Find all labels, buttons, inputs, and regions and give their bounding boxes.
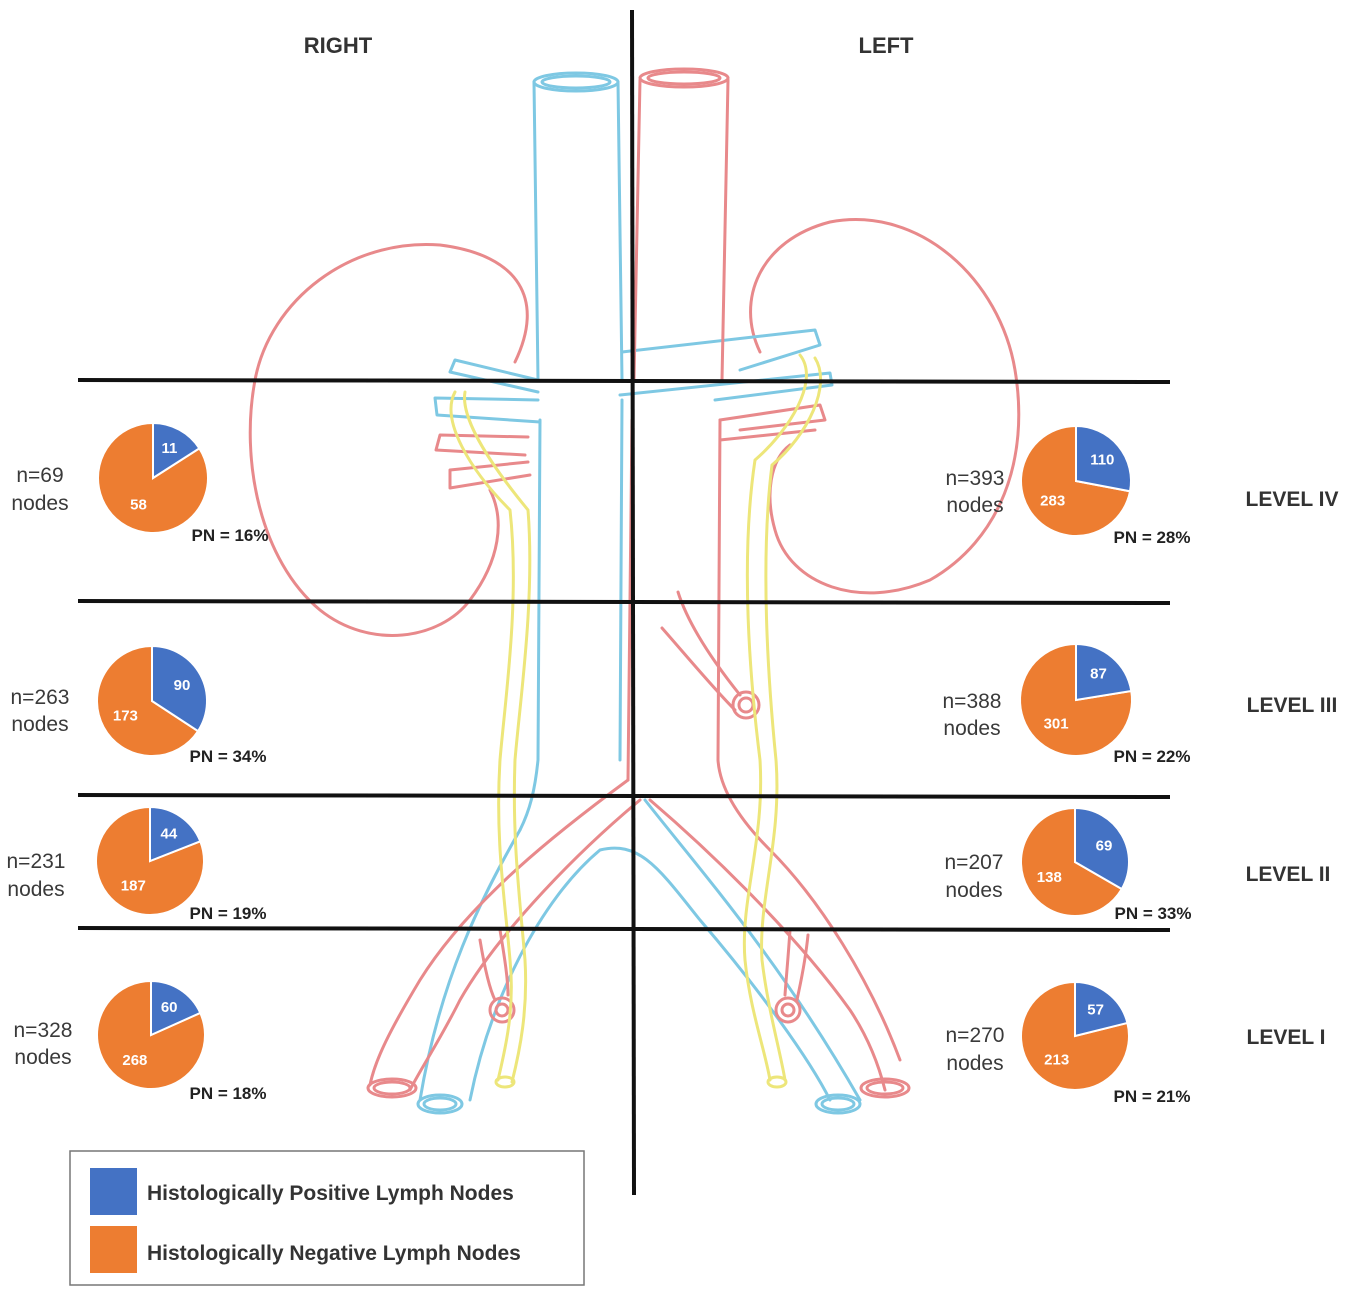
left-pn-label: PN = 33%: [1114, 904, 1191, 923]
right-kidney: [250, 244, 527, 635]
positive-slice-label: 69: [1096, 837, 1113, 854]
level-divider-lines: [78, 10, 1170, 1195]
left-pn-label: PN = 22%: [1113, 747, 1190, 766]
right-pie: 187 44: [96, 807, 204, 915]
level-label: LEVEL I: [1247, 1026, 1326, 1049]
left-pn-label: PN = 21%: [1113, 1087, 1190, 1106]
level-label: LEVEL III: [1247, 694, 1338, 717]
left-count-line2: nodes: [946, 494, 1003, 517]
divider-line-3: [78, 795, 1170, 797]
positive-slice-label: 57: [1087, 1002, 1104, 1019]
left-count-line1: n=270: [946, 1024, 1005, 1047]
negative-slice-label: 138: [1037, 869, 1062, 886]
level-i-group: LEVEL I n=328 nodes 268 60 PN = 18% n=270…: [14, 981, 1326, 1106]
legend-label-positive: Histologically Positive Lymph Nodes: [147, 1182, 514, 1205]
negative-slice-label: 268: [122, 1052, 147, 1069]
right-count-line2: nodes: [11, 492, 68, 515]
positive-slice-label: 110: [1090, 451, 1114, 468]
negative-slice-label: 213: [1044, 1051, 1069, 1068]
left-pie: 213 57: [1021, 982, 1129, 1090]
level-iii-group: LEVEL III n=263 nodes 173 90 PN = 34% n=3…: [11, 644, 1338, 766]
right-pie: 268 60: [97, 981, 205, 1089]
divider-line-4: [78, 928, 1170, 930]
right-pie: 173 90: [97, 646, 207, 756]
negative-slice-label: 173: [113, 707, 138, 724]
right-count-line1: n=328: [14, 1019, 73, 1042]
right-pie: 58 11: [98, 423, 208, 533]
negative-slice-label: 301: [1044, 716, 1069, 733]
right-count-line1: n=263: [11, 686, 70, 709]
left-pie: 283 110: [1021, 426, 1131, 536]
level-label: LEVEL II: [1246, 863, 1331, 886]
left-count-line1: n=393: [946, 467, 1005, 490]
right-pn-label: PN = 34%: [189, 747, 266, 766]
left-pie: 301 87: [1020, 644, 1132, 756]
positive-slice-label: 87: [1090, 666, 1107, 683]
divider-line-1: [78, 380, 1170, 382]
header-right: RIGHT: [304, 33, 373, 58]
negative-slice-label: 187: [121, 878, 146, 895]
left-count-line2: nodes: [946, 1052, 1003, 1075]
positive-slice-label: 60: [161, 999, 178, 1016]
left-count-line1: n=207: [945, 851, 1004, 874]
left-kidney: [751, 220, 1019, 593]
positive-slice-label: 11: [161, 440, 177, 457]
right-pn-label: PN = 19%: [189, 904, 266, 923]
negative-slice-label: 58: [130, 497, 147, 514]
left-pie: 138 69: [1021, 808, 1129, 916]
right-count-line2: nodes: [7, 878, 64, 901]
right-count-line2: nodes: [11, 713, 68, 736]
right-count-line1: n=69: [16, 464, 63, 487]
left-pn-label: PN = 28%: [1113, 528, 1190, 547]
legend: Histologically Positive Lymph Nodes Hist…: [70, 1151, 584, 1285]
positive-slice-label: 90: [174, 677, 191, 694]
legend-label-negative: Histologically Negative Lymph Nodes: [147, 1242, 521, 1265]
positive-slice-label: 44: [161, 825, 178, 842]
left-count-line2: nodes: [945, 879, 1002, 902]
right-count-line2: nodes: [14, 1046, 71, 1069]
legend-swatch-negative: [90, 1226, 137, 1273]
level-ii-group: LEVEL II n=231 nodes 187 44 PN = 19% n=20…: [7, 807, 1331, 923]
legend-swatch-positive: [90, 1168, 137, 1215]
right-pn-label: PN = 18%: [189, 1084, 266, 1103]
left-count-line2: nodes: [943, 717, 1000, 740]
left-count-line1: n=388: [943, 690, 1002, 713]
right-pn-label: PN = 16%: [191, 526, 268, 545]
level-label: LEVEL IV: [1246, 488, 1339, 511]
divider-line-2: [78, 601, 1170, 603]
right-count-line1: n=231: [7, 850, 66, 873]
negative-slice-label: 283: [1040, 492, 1065, 509]
header-left: LEFT: [859, 33, 915, 58]
